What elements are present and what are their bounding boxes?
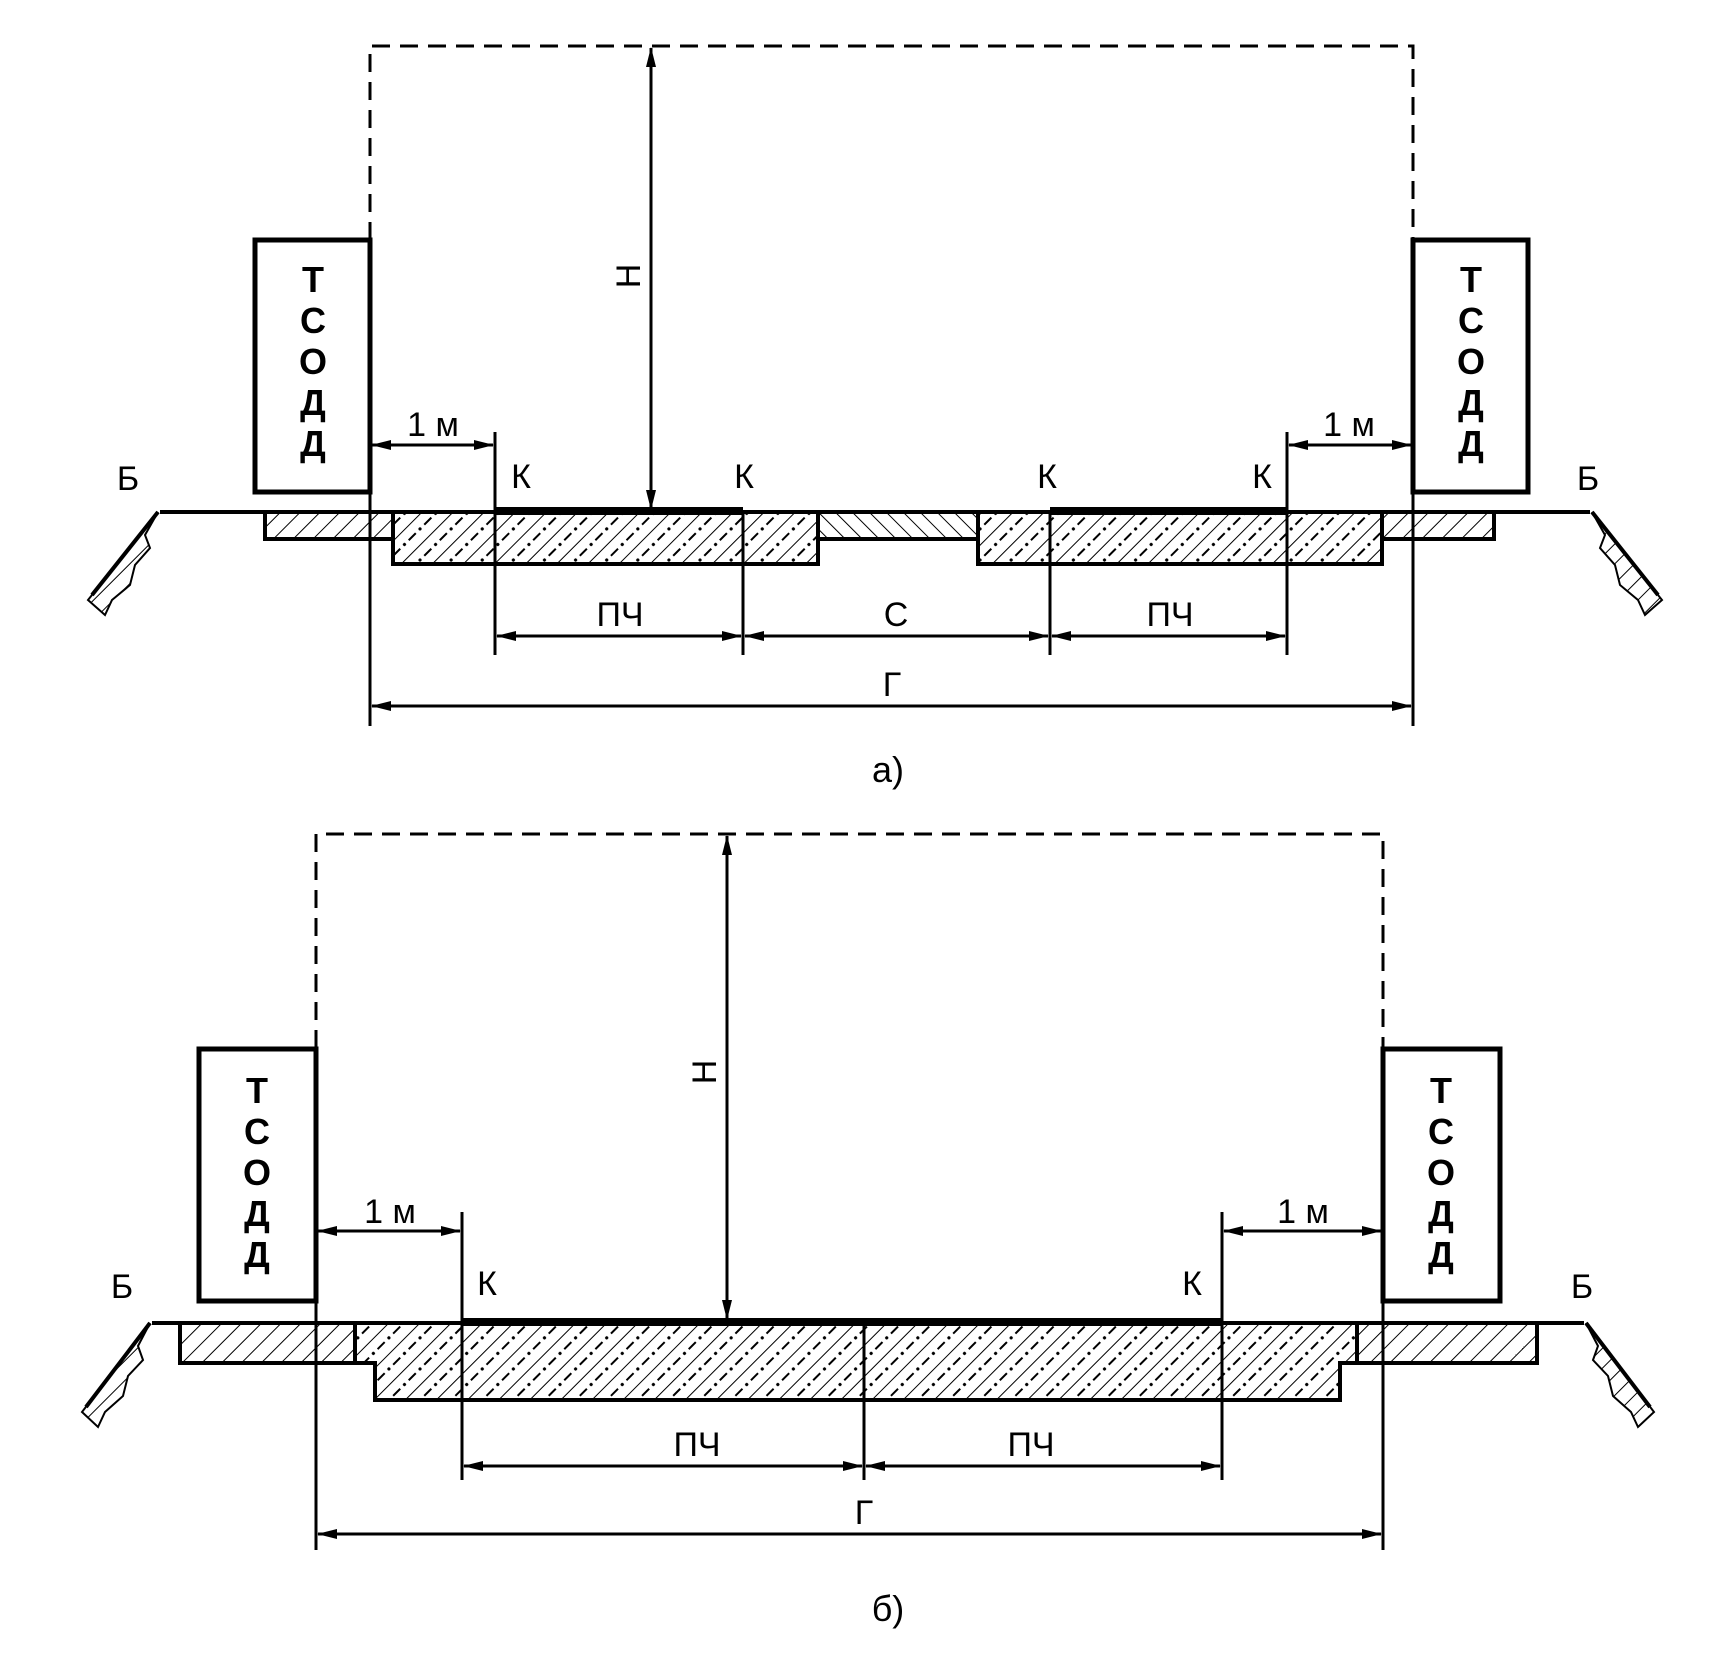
sign-text-left: Т С О Д Д [243, 1070, 271, 1275]
sign-text-left: Т С О Д Д [299, 259, 327, 464]
slope-left [80, 1321, 152, 1429]
curb-label-4: К [1252, 458, 1272, 496]
svg-text:Д: Д [244, 1234, 270, 1275]
carriageway-label-left: ПЧ [673, 1426, 720, 1464]
svg-text:Т: Т [302, 259, 324, 300]
diagram-b: Т С О Д Д Т С О Д Д [80, 832, 1656, 1629]
edge-label-left: Б [111, 1268, 133, 1306]
edge-label-right: Б [1577, 460, 1599, 498]
svg-text:Д: Д [244, 1193, 270, 1234]
svg-text:С: С [1428, 1111, 1454, 1152]
svg-text:Д: Д [1428, 1234, 1454, 1275]
svg-text:О: О [243, 1152, 271, 1193]
carriageway-label-right: ПЧ [1007, 1426, 1054, 1464]
median-strip [816, 510, 980, 541]
caption-b: б) [872, 1588, 905, 1629]
svg-text:Д: Д [1458, 382, 1484, 423]
shoulder-left [178, 1321, 357, 1365]
sign-text-right: Т С О Д Д [1457, 259, 1485, 464]
sign-box-right [1380, 1046, 1503, 1304]
svg-text:С: С [300, 300, 326, 341]
svg-text:С: С [1458, 300, 1484, 341]
svg-text:Д: Д [300, 382, 326, 423]
caption-a: а) [872, 749, 904, 790]
svg-text:Д: Д [1458, 423, 1484, 464]
carriageway-label-left: ПЧ [596, 596, 643, 634]
height-label: Н [686, 1060, 724, 1085]
diagram-a: Т С О Д Д Т С О Д Д [86, 44, 1664, 790]
curb-label-2: К [1182, 1265, 1202, 1303]
pavement-right [976, 510, 1384, 566]
svg-text:О: О [299, 341, 327, 382]
svg-text:С: С [244, 1111, 270, 1152]
median-label: С [884, 596, 909, 634]
offset-label-left: 1 м [407, 406, 459, 444]
clearance-width-label: Г [855, 1494, 873, 1532]
sign-box-left [196, 1046, 319, 1304]
height-label: Н [610, 264, 648, 289]
slope-right [1584, 1321, 1656, 1429]
pavement [353, 1321, 1359, 1402]
curb-label-1: К [511, 458, 531, 496]
clearance-width-label: Г [883, 666, 901, 704]
svg-text:Т: Т [1430, 1070, 1452, 1111]
clearance-envelope [368, 44, 1415, 240]
svg-text:Т: Т [246, 1070, 268, 1111]
svg-text:О: О [1457, 341, 1485, 382]
pavement-left [391, 510, 820, 566]
curb-label-2: К [734, 458, 754, 496]
shoulder-right [1380, 510, 1496, 541]
offset-label-right: 1 м [1323, 406, 1375, 444]
svg-text:Д: Д [300, 423, 326, 464]
svg-text:О: О [1427, 1152, 1455, 1193]
clearance-envelope [314, 832, 1385, 1048]
svg-text:Т: Т [1460, 259, 1482, 300]
edge-label-right: Б [1571, 1268, 1593, 1306]
sign-text-right: Т С О Д Д [1427, 1070, 1455, 1275]
curb-label-3: К [1037, 458, 1057, 496]
slope-left [86, 510, 160, 617]
offset-label-right: 1 м [1277, 1193, 1329, 1231]
carriageway-label-right: ПЧ [1146, 596, 1193, 634]
svg-text:Д: Д [1428, 1193, 1454, 1234]
offset-label-left: 1 м [364, 1193, 416, 1231]
curb-label-1: К [477, 1265, 497, 1303]
sign-box-right [1410, 237, 1531, 495]
edge-label-left: Б [117, 460, 139, 498]
shoulder-left [263, 510, 395, 541]
slope-right [1590, 510, 1664, 617]
sign-box-left [252, 237, 373, 495]
